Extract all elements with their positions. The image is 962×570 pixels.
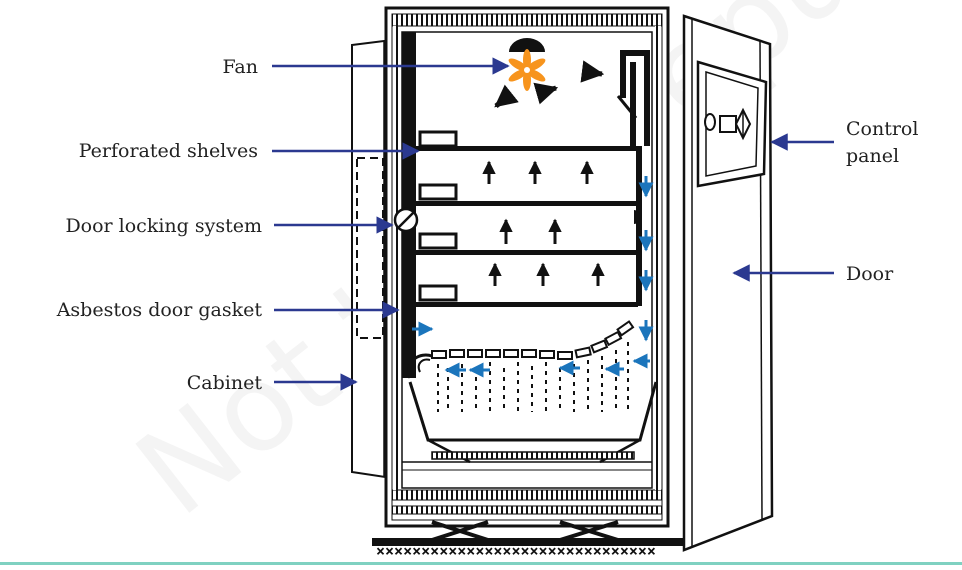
- label-door-locking-system: Door locking system: [65, 215, 262, 237]
- bottom-rule: [0, 562, 962, 565]
- label-control-panel-line1: Control: [846, 118, 918, 140]
- control-switch-icon: [698, 62, 766, 186]
- label-perforated-shelves: Perforated shelves: [79, 140, 258, 162]
- label-door: Door: [846, 263, 894, 285]
- label-control-panel-line2: panel: [846, 145, 899, 167]
- label-asbestos-door-gasket: Asbestos door gasket: [56, 299, 263, 321]
- stand: ×××××××××××××××××××××××××××××××: [372, 522, 690, 560]
- door: [684, 16, 772, 550]
- label-fan: Fan: [223, 56, 258, 78]
- stand-base-pattern: ×××××××××××××××××××××××××××××××: [376, 542, 656, 560]
- label-cabinet: Cabinet: [187, 372, 263, 394]
